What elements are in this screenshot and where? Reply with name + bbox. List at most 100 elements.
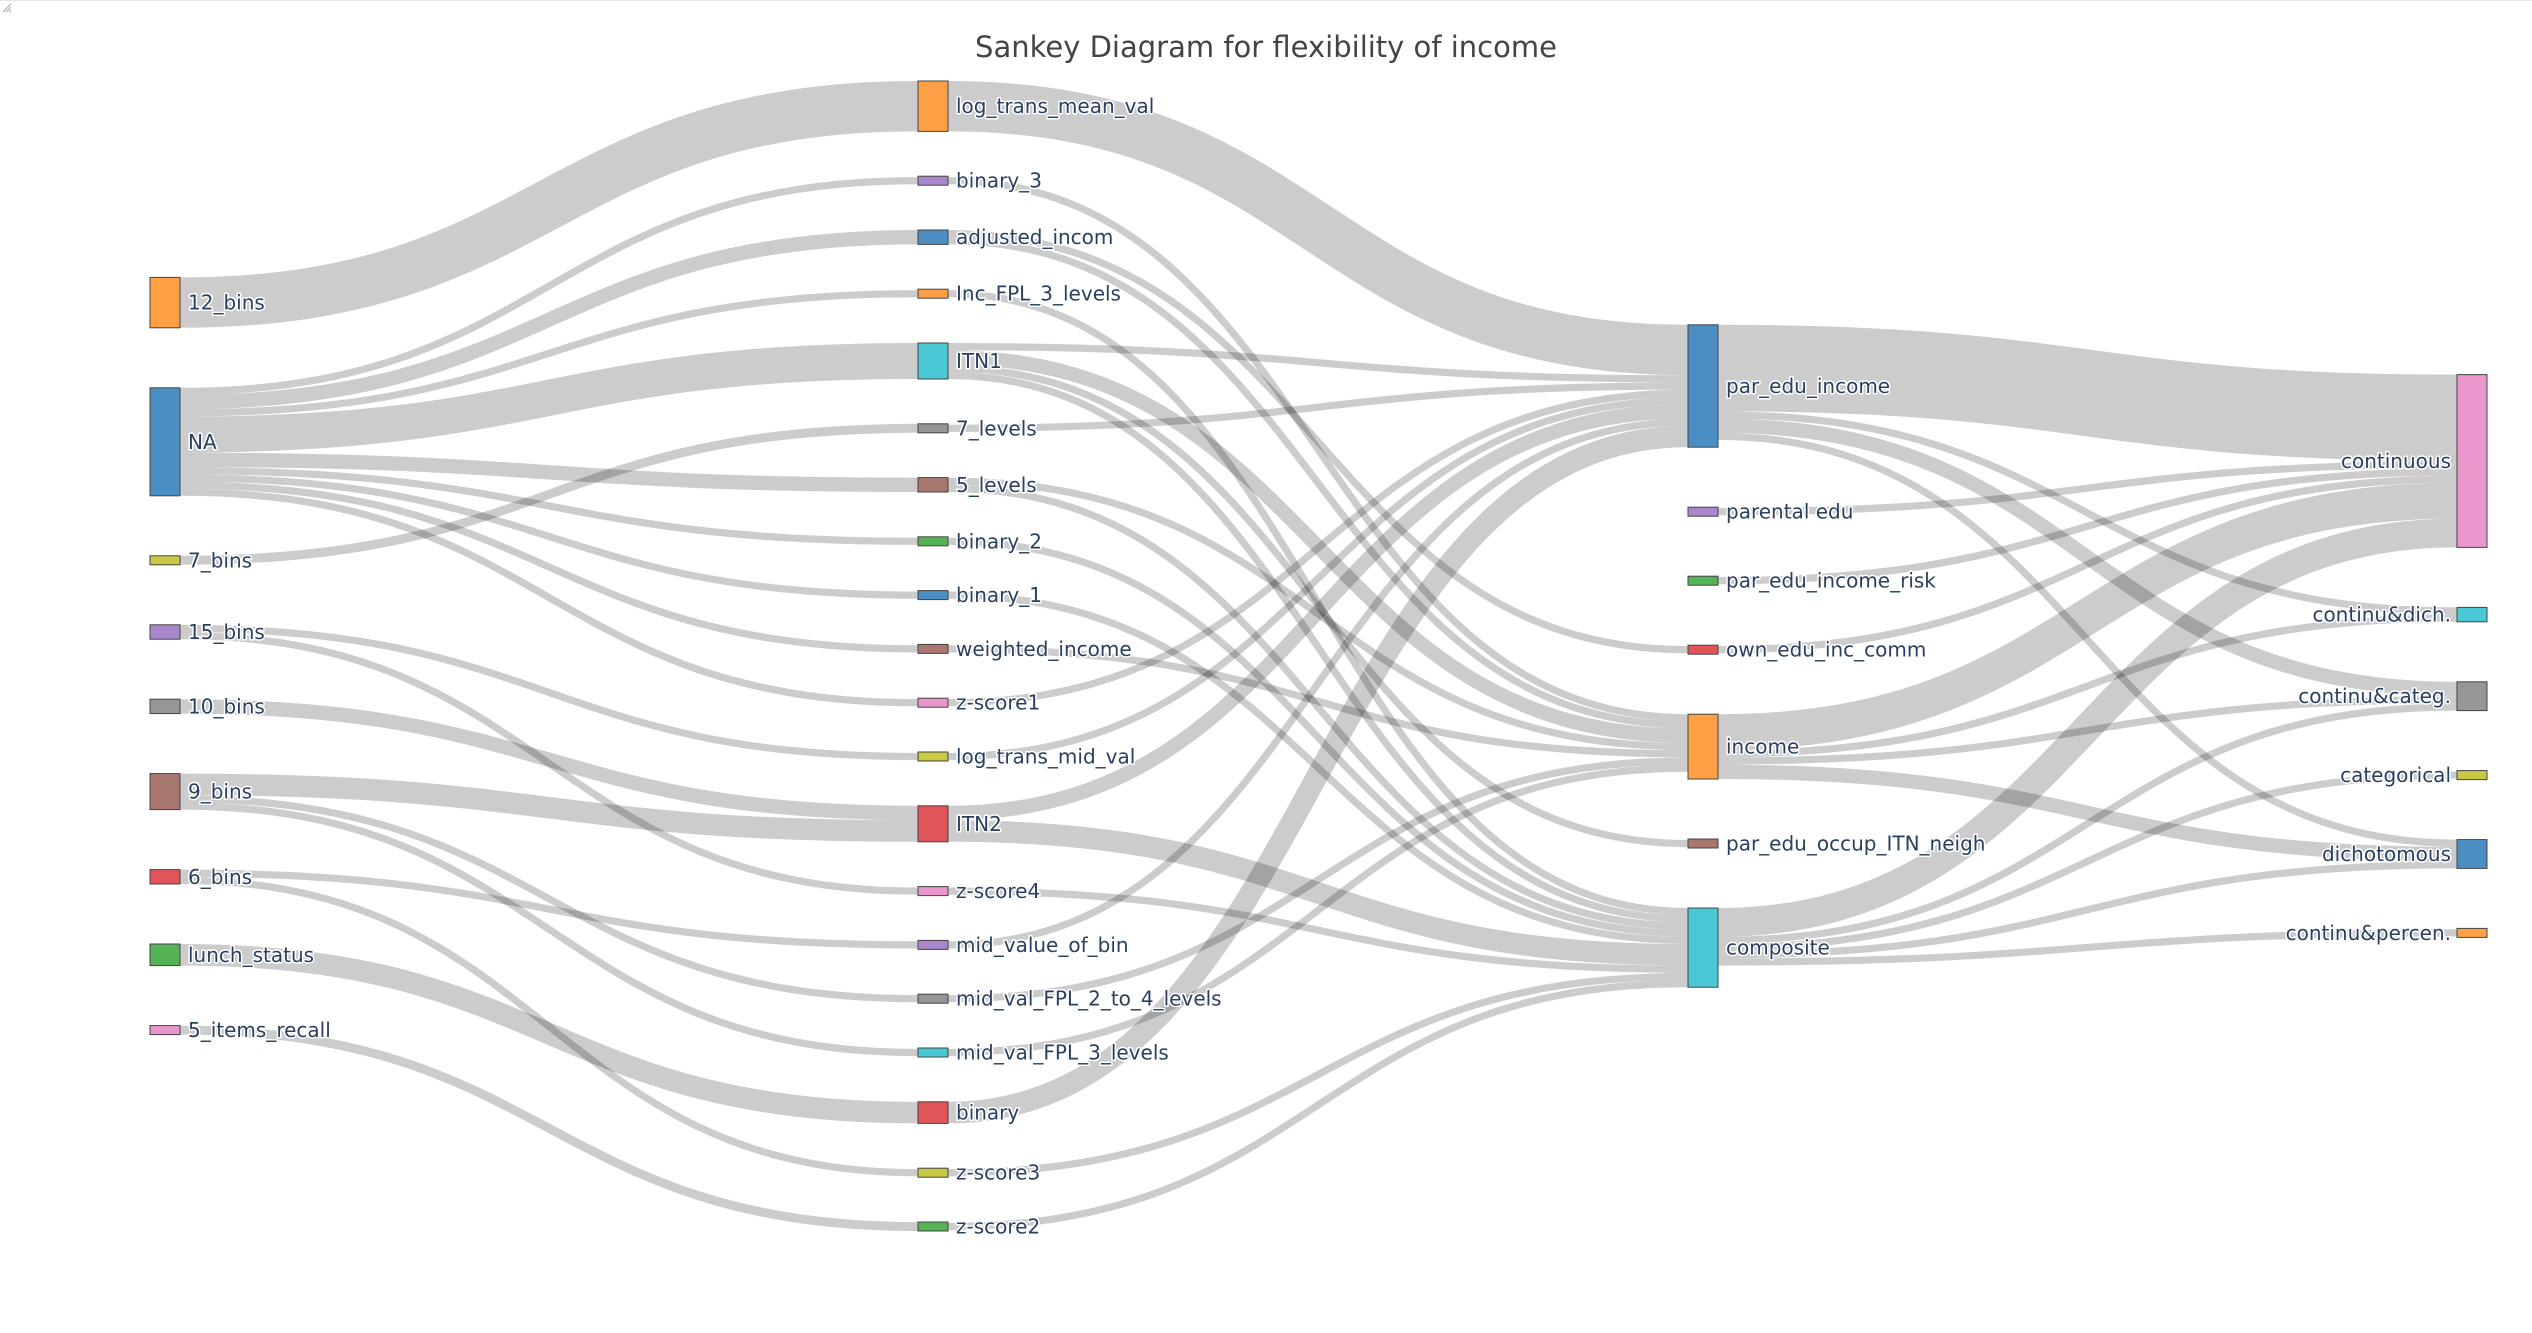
link-15-bins-to-log-trans-mid-val[interactable] [179,624,919,761]
link-par-edu-income-to-continuous[interactable] [1717,324,2458,461]
link-5-items-recall-to-z-score2[interactable] [179,1025,919,1231]
node-log-trans-mid-val[interactable] [917,751,949,762]
node-par-edu-income[interactable] [1687,324,1719,448]
link-weighted-income-to-income[interactable] [947,645,1689,758]
link-z-score1-to-par-edu-income[interactable] [947,389,1689,707]
node-z-score4[interactable] [917,886,949,897]
link-own-edu-inc-comm-to-continuous[interactable] [1717,475,2458,654]
link-itn1-to-income[interactable] [947,350,1689,743]
node-inc-fpl-3-levels[interactable] [917,288,949,299]
link-itn1-to-composite[interactable] [947,371,1689,923]
node-9-bins[interactable] [149,773,181,811]
node-binary-1[interactable] [917,590,949,601]
link-binary-3-to-income[interactable] [947,177,1689,722]
link-7-bins-to-7-levels[interactable] [179,423,919,565]
link-7-levels-to-par-edu-income[interactable] [947,382,1689,432]
link-composite-to-continu-percen[interactable] [1717,929,2458,966]
link-na-to-inc-fpl-3-levels[interactable] [179,290,919,417]
link-composite-to-dichotomous[interactable] [1717,861,2458,959]
resize-grip-icon[interactable] [0,1,12,13]
node-own-edu-inc-comm[interactable] [1687,644,1719,655]
link-binary-to-par-edu-income[interactable] [947,425,1689,1124]
link-12-bins-to-log-trans-mean-val[interactable] [179,81,919,328]
link-adjusted-incom-to-own-edu-inc-comm[interactable] [947,230,1689,654]
node-na[interactable] [149,387,181,497]
link-income-to-dichotomous[interactable] [1717,764,2458,862]
link-income-to-continuous[interactable] [1717,482,2458,751]
node-mid-val-fpl-3-levels[interactable] [917,1047,949,1058]
node-itn1[interactable] [917,342,949,380]
link-6-bins-to-z-score3[interactable] [179,876,919,1177]
link-na-to-binary-2[interactable] [179,467,919,545]
link-itn2-to-par-edu-income[interactable] [947,404,1689,821]
link-mid-val-fpl-2-to-4-levels-to-income[interactable] [947,757,1689,1003]
node-continu-categ[interactable] [2456,681,2488,712]
link-log-trans-mid-val-to-par-edu-income[interactable] [947,396,1689,761]
link-9-bins-to-mid-val-fpl-2-to-4-levels[interactable] [179,795,919,1003]
link-5-levels-to-income[interactable] [947,477,1689,751]
link-15-bins-to-z-score4[interactable] [179,632,919,895]
link-9-bins-to-itn2[interactable] [179,773,919,842]
node-z-score3[interactable] [917,1167,949,1178]
node-5-items-recall[interactable] [149,1025,181,1036]
link-composite-to-categorical[interactable] [1717,771,2458,952]
node-adjusted-incom[interactable] [917,229,949,245]
link-mid-val-fpl-3-levels-to-income[interactable] [947,764,1689,1057]
node-7-levels[interactable] [917,423,949,434]
node-z-score1[interactable] [917,697,949,708]
link-10-bins-to-itn2[interactable] [179,699,919,821]
link-composite-to-continuous[interactable] [1717,518,2458,937]
node-mid-value-of-bin[interactable] [917,939,949,950]
node-binary-2[interactable] [917,536,949,547]
node-10-bins[interactable] [149,698,181,715]
node-parental-edu[interactable] [1687,506,1719,517]
node-par-edu-occup-itn-neigh[interactable] [1687,838,1719,849]
link-lunch-status-to-binary[interactable] [179,944,919,1124]
node-income[interactable] [1687,713,1719,780]
node-7-bins[interactable] [149,555,181,566]
node-15-bins[interactable] [149,624,181,640]
node-5-levels[interactable] [917,477,949,493]
node-log-trans-mean-val[interactable] [917,80,949,132]
link-na-to-binary-3[interactable] [179,177,919,395]
node-composite[interactable] [1687,907,1719,988]
link-binary-1-to-composite[interactable] [947,591,1689,944]
node-binary[interactable] [917,1101,949,1124]
node-continuous[interactable] [2456,374,2488,548]
node-continu-percen[interactable] [2456,927,2488,938]
link-itn2-to-composite[interactable] [947,820,1689,966]
link-parental-edu-to-continuous[interactable] [1717,461,2458,516]
link-na-to-weighted-income[interactable] [179,481,919,653]
link-z-score3-to-composite[interactable] [947,972,1689,1177]
link-adjusted-incom-to-income[interactable] [947,237,1689,729]
link-itn1-to-par-edu-occup-itn-neigh[interactable] [947,364,1689,848]
link-z-score4-to-composite[interactable] [947,887,1689,973]
node-weighted-income[interactable] [917,643,949,654]
link-log-trans-mean-val-to-par-edu-income[interactable] [947,81,1689,376]
link-6-bins-to-mid-value-of-bin[interactable] [179,869,919,949]
link-na-to-itn1[interactable] [179,343,919,453]
node-6-bins[interactable] [149,869,181,885]
link-income-to-continu-dich[interactable] [1717,614,2458,758]
link-5-levels-to-composite[interactable] [947,484,1689,930]
link-income-to-continu-categ[interactable] [1717,696,2458,765]
node-dichotomous[interactable] [2456,839,2488,869]
link-binary-2-to-composite[interactable] [947,537,1689,937]
link-par-edu-income-to-continu-dich[interactable] [1717,411,2458,615]
link-inc-fpl-3-levels-to-composite[interactable] [947,290,1689,916]
node-z-score2[interactable] [917,1221,949,1232]
link-na-to-adjusted-incom[interactable] [179,230,919,410]
node-itn2[interactable] [917,805,949,843]
node-par-edu-income-risk[interactable] [1687,575,1719,586]
link-composite-to-continu-categ[interactable] [1717,703,2458,944]
node-mid-val-fpl-2-to-4-levels[interactable] [917,993,949,1004]
node-categorical[interactable] [2456,770,2488,781]
node-continu-dich[interactable] [2456,606,2488,623]
node-lunch-status[interactable] [149,943,181,967]
link-9-bins-to-mid-val-fpl-3-levels[interactable] [179,802,919,1057]
link-par-edu-income-risk-to-continuous[interactable] [1717,468,2458,585]
link-par-edu-income-to-dichotomous[interactable] [1717,432,2458,847]
node-binary-3[interactable] [917,175,949,186]
link-itn1-to-par-edu-income[interactable] [947,343,1689,383]
link-z-score2-to-composite[interactable] [947,980,1689,1231]
